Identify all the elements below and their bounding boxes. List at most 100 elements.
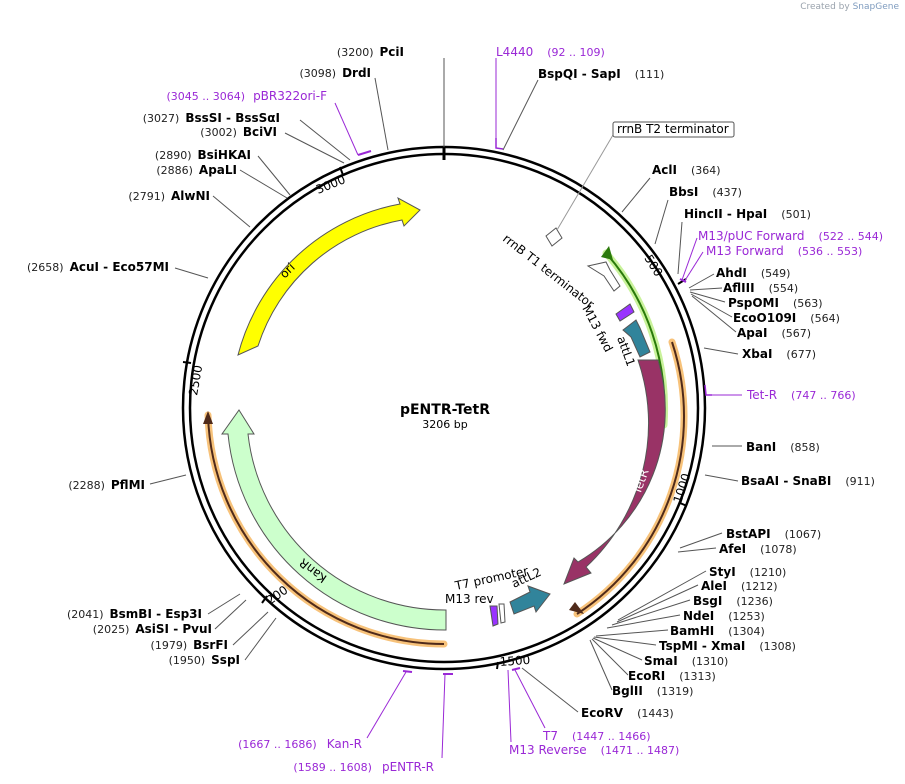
primer-marker-l4440	[495, 138, 504, 150]
enzyme-drdi: (3098)DrdI	[299, 66, 371, 80]
enzyme-pflmi: (2288)PflMI	[68, 478, 145, 492]
credit-brand: SnapGene	[852, 2, 899, 12]
tick-3000	[339, 166, 344, 176]
enzyme-alei: AleI(1212)	[701, 579, 778, 593]
enzyme-labels: (3200)PciI BspQI - SapI(111) (3098)DrdI …	[27, 45, 875, 720]
leader-bstapi	[679, 532, 723, 549]
leader-hpai	[677, 221, 683, 275]
leader-primer-t7	[514, 669, 546, 729]
feature-label-m13-rev: M13 rev	[445, 592, 494, 606]
leader-primer-m13puc	[681, 237, 698, 281]
feature-kanr	[221, 409, 447, 631]
leader-ndei	[606, 614, 681, 629]
leader-primer-pbr	[334, 102, 359, 156]
feature-label-m13-fwd: M13 fwd	[579, 303, 615, 355]
primer-t7: T7(1447 .. 1466)	[542, 729, 651, 743]
enzyme-bamhi: BamHI(1304)	[670, 624, 765, 638]
enzyme-ecorv: EcoRV(1443)	[581, 706, 674, 720]
leader-alei	[616, 584, 699, 623]
feature-tetr	[563, 359, 666, 585]
enzyme-sapi: BspQI - SapI(111)	[538, 67, 664, 81]
enzyme-bsihkai: (2890)BsiHKAI	[155, 148, 251, 162]
leader-acli	[621, 177, 651, 213]
orf-band-kanr-core	[207, 414, 445, 645]
enzyme-bbsi: BbsI(437)	[669, 185, 742, 199]
tick-label-2500: 2500	[186, 364, 205, 397]
enzyme-afliii: AflIII(554)	[723, 281, 798, 295]
orf-arrow-tetr	[569, 602, 584, 614]
plasmid-name: pENTR-TetR	[400, 402, 490, 418]
primer-m13-reverse: M13 Reverse(1471 .. 1487)	[509, 743, 679, 757]
leader-xmai	[593, 636, 657, 646]
enzyme-pcii: (3200)PciI	[337, 45, 404, 59]
primer-l4440: L4440(92 .. 109)	[496, 45, 605, 59]
leader-smai	[592, 637, 643, 661]
enzyme-apali: (2886)ApaLI	[156, 163, 237, 177]
enzyme-eco0109i: EcoO109I(564)	[733, 311, 840, 325]
enzyme-pspomi: PspOMI(563)	[728, 296, 823, 310]
enzyme-xmai: TspMI - XmaI(1308)	[659, 639, 796, 653]
primer-marker-pbr322ori-f	[357, 150, 372, 156]
primer-tet-r: Tet-R(747 .. 766)	[746, 388, 856, 402]
leader-ecori	[591, 638, 629, 676]
primer-m13puc-forward: M13/pUC Forward(522 .. 544)	[698, 229, 883, 243]
enzyme-xbai: XbaI(677)	[742, 347, 816, 361]
enzyme-ecori: EcoRI(1313)	[628, 669, 716, 683]
leader-bsmbi	[207, 593, 241, 615]
leader-bamhi	[595, 629, 669, 637]
feature-attl1	[622, 319, 651, 358]
leader-primer-m13rev	[507, 669, 512, 743]
enzyme-asisi: (2025)AsiSI - PvuI	[93, 622, 212, 636]
leader-bcivi	[284, 132, 345, 164]
enzyme-ahdi: AhdI(549)	[716, 266, 790, 280]
leader-sspi	[244, 617, 277, 661]
leader-sapi	[502, 79, 539, 151]
leader-bsgi	[611, 599, 691, 626]
enzyme-bsrfi: (1979)BsrFI	[151, 638, 228, 652]
tick-label-500: 500	[641, 252, 665, 279]
leader-apali	[239, 169, 288, 199]
enzyme-bstapi: BstAPI(1067)	[726, 527, 821, 541]
leader-bsrfi	[232, 611, 269, 646]
leader-pspomi	[689, 291, 726, 303]
primer-pentr-r: (1589 .. 1608)pENTR-R	[293, 760, 434, 774]
primer-pbr322ori-f: (3045 .. 3064)pBR322ori-F	[167, 89, 328, 103]
leader-ecorv	[521, 667, 579, 713]
credit-prefix: Created by	[800, 2, 850, 12]
enzyme-alwni: (2791)AlwNI	[128, 189, 210, 203]
tick-marks	[182, 166, 688, 670]
orf-arrow-lacz	[601, 246, 613, 260]
primer-marker-t7	[511, 667, 521, 671]
enzyme-snabi: BsaAI - SnaBI(911)	[741, 474, 875, 488]
leader-apai	[691, 295, 737, 333]
snapgene-credit: Created by SnapGene	[800, 2, 899, 12]
leader-bsihkai	[257, 155, 291, 196]
primer-m13-forward: M13 Forward(536 .. 553)	[706, 244, 862, 258]
enzyme-bsssi: (3027)BssSI - BssSαI	[143, 111, 280, 125]
tick-1500	[496, 661, 499, 670]
primer-markers	[357, 138, 712, 675]
feature-label-rrnb-t1: rrnB T1 terminator	[500, 231, 597, 311]
feature-m13-rev	[489, 605, 499, 627]
feature-rrnb-t2	[545, 227, 563, 247]
enzyme-bcivi: (3002)BciVI	[200, 125, 277, 139]
enzyme-acli: AclI(364)	[652, 163, 721, 177]
enzyme-afei: AfeI(1078)	[719, 542, 797, 556]
leader-ahdi	[688, 273, 715, 289]
leader-afliii	[689, 287, 723, 291]
leader-rrnb-t2	[556, 134, 614, 231]
leader-acui	[174, 267, 209, 279]
leader-drdi	[374, 77, 389, 151]
enzyme-leaders	[149, 58, 742, 759]
primer-labels: L4440(92 .. 109) (3045 .. 3064)pBR322ori…	[167, 45, 884, 774]
leader-bsssi	[299, 119, 351, 161]
primer-marker-tet-r	[704, 384, 712, 396]
enzyme-bsmbi: (2041)BsmBI - Esp3I	[67, 607, 202, 621]
feature-rrnb-t1	[586, 261, 621, 292]
orf-band-tetr-core	[576, 341, 686, 615]
tick-500	[677, 278, 687, 285]
leader-bbsi	[654, 199, 669, 245]
enzyme-styi: StyI(1210)	[709, 565, 786, 579]
leader-primer-kanr	[366, 671, 407, 739]
